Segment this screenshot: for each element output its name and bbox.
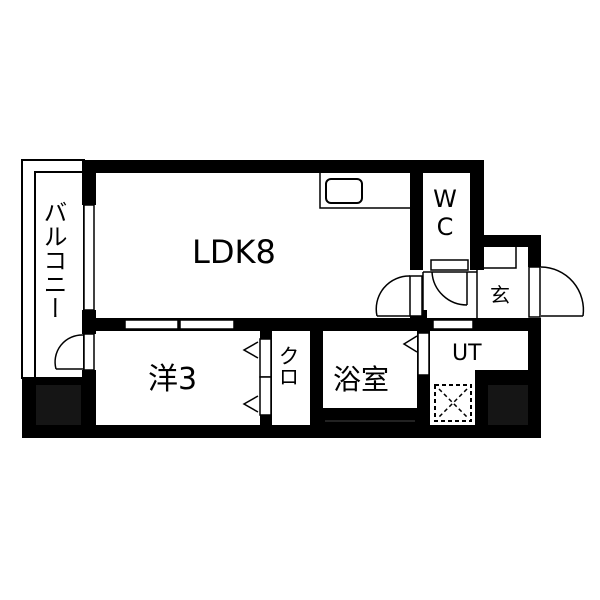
- room-label-wc: WC: [431, 185, 459, 241]
- room-label-closet: クロ: [276, 345, 300, 387]
- ut-opening: [432, 319, 474, 330]
- balcony: [21, 159, 85, 379]
- front-door: [528, 266, 585, 318]
- room-label-ldk: LDK8: [192, 233, 276, 271]
- utility-area: [430, 331, 528, 425]
- pillar: [36, 385, 81, 425]
- room-label-bathroom: 浴室: [333, 363, 390, 396]
- pillar: [488, 385, 528, 425]
- entrance-step: [476, 247, 517, 318]
- windows: [83, 204, 235, 330]
- room-label-utility: UT: [452, 341, 482, 366]
- kitchen-counter: [319, 172, 410, 209]
- bath-door: [402, 332, 430, 376]
- room-label-western: 洋3: [148, 362, 198, 397]
- wc-door: [430, 259, 469, 306]
- balcony-door: [54, 333, 95, 371]
- room-label-balcony: バルコニー: [39, 200, 67, 320]
- ldk-door: [375, 271, 477, 318]
- closet-doors: [242, 338, 272, 416]
- room-label-entrance: 玄: [490, 283, 510, 307]
